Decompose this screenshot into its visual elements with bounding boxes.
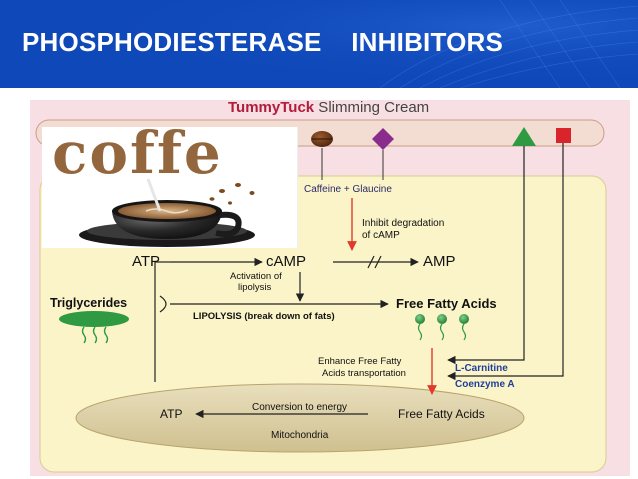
l-carnitine-triangle-icon [512, 127, 536, 146]
activation-line2: lipolysis [238, 282, 272, 293]
mitochondria-label: Mitochondria [271, 430, 329, 441]
ffa-bottom-label: Free Fatty Acids [398, 407, 485, 421]
enhance-line2: Acids transportation [322, 368, 406, 379]
l-carnitine-line [447, 146, 525, 365]
inhibit-note-line1: Inhibit degradation [362, 218, 445, 229]
product-brand-bold: TummyTuck [228, 99, 315, 116]
coffee-cup-illustration [79, 178, 255, 247]
mitochondria-ellipse [75, 383, 525, 453]
glaucine-diamond-icon [372, 128, 394, 150]
triglycerides-label: Triglycerides [50, 296, 128, 310]
activation-line1: Activation of [230, 271, 282, 282]
atp-top-label: ATP [132, 253, 161, 270]
lipolysis-label: LIPOLYSIS (break down of fats) [193, 311, 335, 322]
product-name: TummyTuck Slimming Cream [228, 99, 429, 116]
enhance-line1: Enhance Free Fatty [318, 356, 402, 367]
atp-bottom-label: ATP [160, 407, 183, 421]
triglyceride-tails [81, 326, 109, 344]
amp-label: AMP [423, 253, 456, 270]
ffa-top-label: Free Fatty Acids [396, 296, 497, 311]
banner-texture [0, 0, 638, 88]
ingredients-label: Caffeine + Glaucine [304, 184, 392, 195]
coffee-photo: coffe [42, 119, 298, 248]
break-mark-2 [374, 255, 382, 269]
conversion-label: Conversion to energy [252, 402, 348, 413]
inhibit-note-line2: of cAMP [362, 230, 400, 241]
triglyceride-bracket [159, 295, 167, 313]
break-mark-1 [367, 255, 375, 269]
coenzyme-line [447, 143, 564, 381]
coffee-bean-word: coffe [52, 119, 223, 187]
product-brand-rest: Slimming Cream [314, 99, 430, 116]
camp-label: cAMP [266, 253, 307, 270]
coenzyme-label: Coenzyme A [455, 379, 515, 390]
coenzyme-square-icon [556, 128, 571, 143]
fatty-acid-molecules [415, 314, 469, 341]
title-banner: PHOSPHODIESTERASE INHIBITORS [0, 0, 638, 88]
l-carnitine-label: L-Carnitine [455, 363, 508, 374]
slide-title: PHOSPHODIESTERASE INHIBITORS [22, 27, 504, 57]
triglyceride-icon [59, 311, 129, 327]
